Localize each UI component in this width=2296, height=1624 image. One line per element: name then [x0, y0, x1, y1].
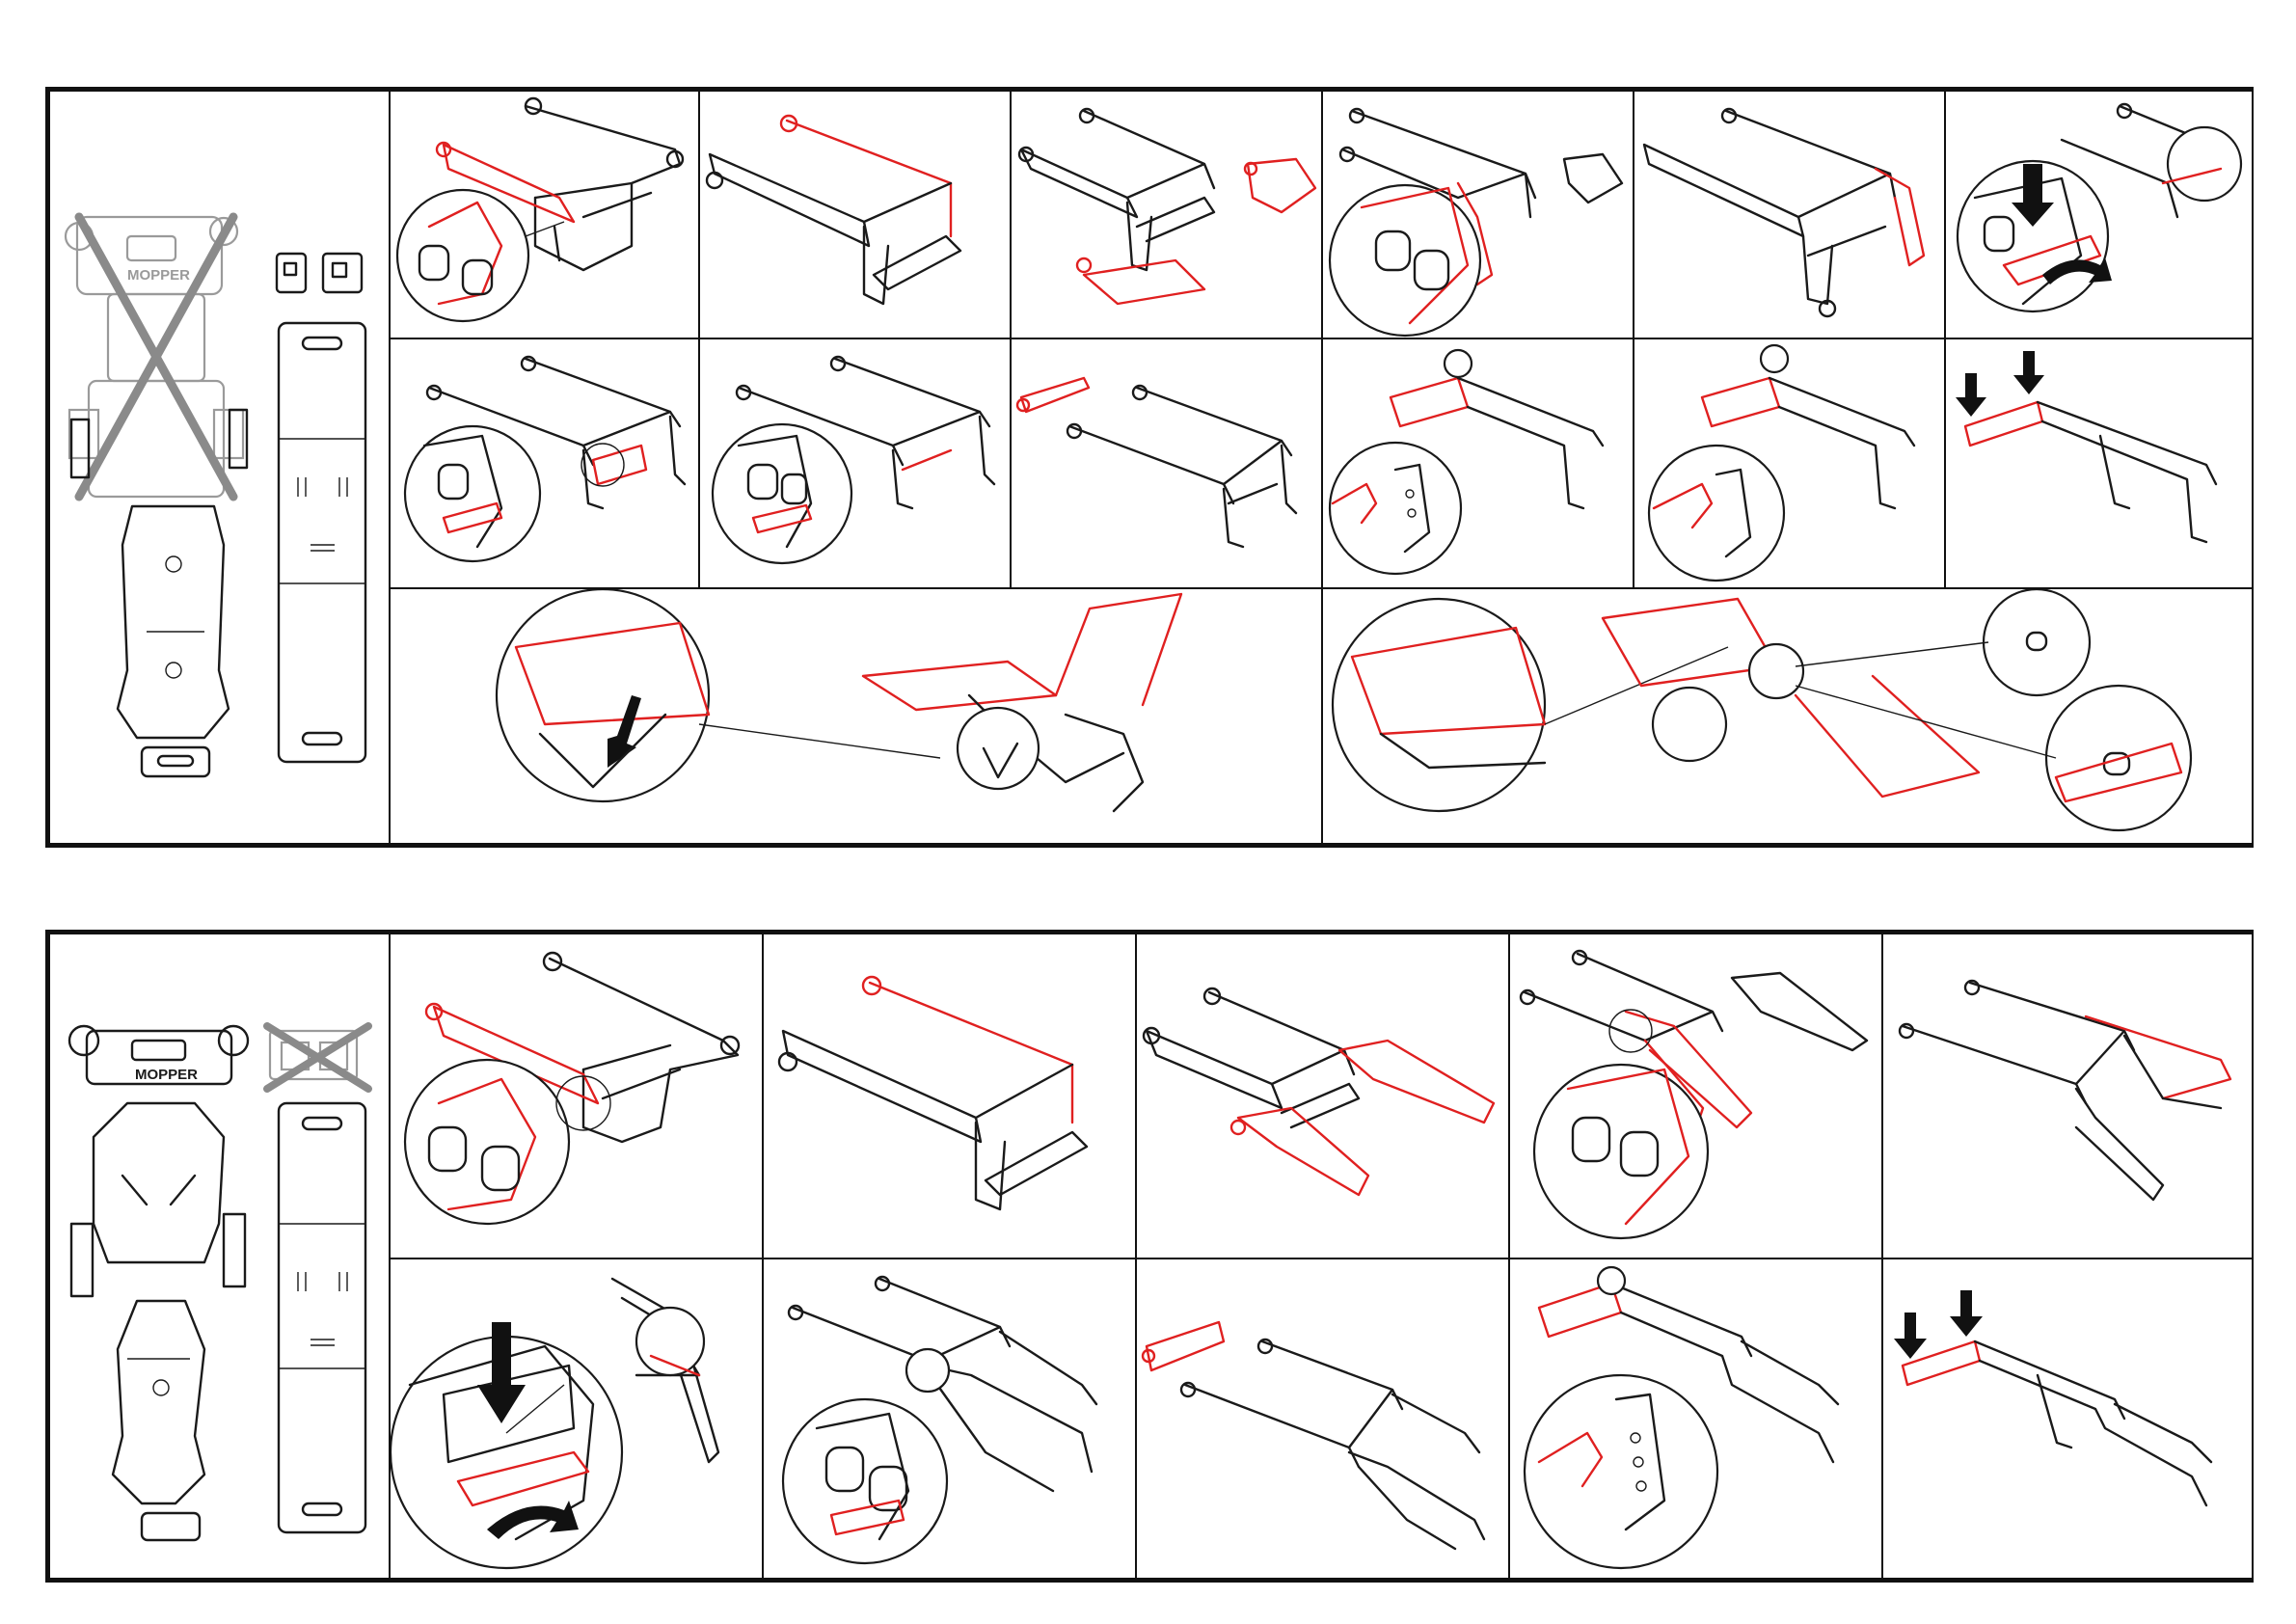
step-2-4	[1321, 338, 1635, 590]
step-b-1-2	[762, 933, 1138, 1260]
assembly-sheet-1: MOPPER	[45, 87, 2254, 848]
step-2-6	[1944, 338, 2254, 590]
floor-plate-part	[279, 323, 365, 762]
zoom-callout-icon	[1525, 1375, 1717, 1568]
step-1-4	[1321, 90, 1635, 340]
zoom-callout-icon	[1445, 350, 1472, 377]
zoom-callout-icon	[636, 1308, 704, 1375]
parts-logo: MOPPER	[135, 1067, 198, 1083]
step-b-1-3	[1135, 933, 1511, 1260]
step-b-1-5	[1881, 933, 2254, 1260]
zoom-callout-icon	[1333, 599, 1545, 811]
step-2-3	[1010, 338, 1324, 590]
step-b-2-4	[1508, 1258, 1884, 1580]
step-b-2-5	[1881, 1258, 2254, 1580]
zoom-callout-icon	[1653, 688, 1726, 761]
zoom-callout-icon	[1761, 345, 1788, 372]
step-2-1	[389, 338, 701, 590]
chassis-part	[118, 506, 229, 776]
cross-out-icon	[79, 217, 233, 497]
step-1-5	[1633, 90, 1947, 340]
parts-panel-1: MOPPER	[48, 90, 392, 845]
step-3-2	[1321, 587, 2254, 845]
assembly-sheet-2: MOPPER	[45, 930, 2254, 1583]
zoom-callout-icon	[906, 1349, 949, 1392]
zoom-callout-icon	[1749, 644, 1803, 698]
zoom-callout-icon	[497, 589, 709, 801]
step-b-2-2	[762, 1258, 1138, 1580]
arrow-down-icon	[2013, 351, 2044, 394]
step-1-6	[1944, 90, 2254, 340]
arrow-down-icon	[1950, 1290, 1983, 1337]
step-b-1-4	[1508, 933, 1884, 1260]
step-b-2-3	[1135, 1258, 1511, 1580]
step-1-1	[389, 90, 701, 340]
step-b-2-1	[389, 1258, 765, 1580]
zoom-callout-icon	[1598, 1267, 1625, 1294]
step-1-3	[1010, 90, 1324, 340]
zoom-callout-icon	[1330, 443, 1461, 574]
step-2-2	[698, 338, 1013, 590]
zoom-callout-icon	[1984, 589, 2090, 695]
floor-plate-part	[279, 1103, 365, 1532]
chassis-part: MOPPER	[69, 1026, 248, 1540]
arrow-down-icon	[1956, 373, 1986, 417]
zoom-callout-icon	[783, 1399, 947, 1563]
parts-logo-grey: MOPPER	[127, 267, 190, 284]
zoom-callout-icon	[2168, 127, 2241, 201]
step-b-1-1	[389, 933, 765, 1260]
step-2-5	[1633, 338, 1947, 590]
arrow-down-icon	[1894, 1313, 1927, 1359]
parts-panel-2: MOPPER	[48, 933, 392, 1580]
zoom-callout-icon	[1330, 185, 1480, 336]
step-3-1	[389, 587, 1324, 845]
step-1-2	[698, 90, 1013, 340]
zoom-callout-icon	[1649, 446, 1784, 581]
